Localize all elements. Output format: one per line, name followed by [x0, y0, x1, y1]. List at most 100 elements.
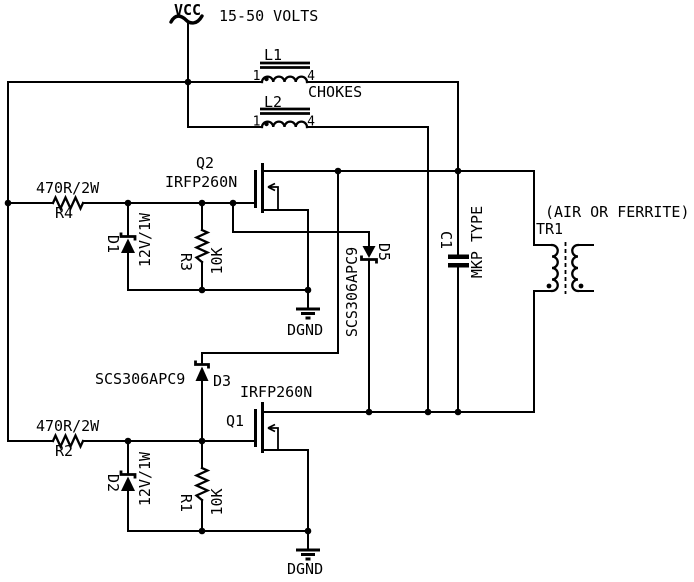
c1-capacitor: C1 MKP TYPE [437, 206, 486, 278]
tr1-primary-polarity-dot [546, 283, 552, 289]
c1-plate-top [448, 254, 469, 259]
junction-dots [4, 78, 462, 535]
vcc-wave-icon [169, 14, 204, 25]
l2-inductor: L2 1 4 [253, 93, 316, 130]
junction-dot [198, 527, 206, 535]
d5-anode-triangle [362, 246, 376, 258]
junction-dot [304, 527, 312, 535]
q2-body-arrow-icon [267, 182, 279, 210]
junction-dot [304, 286, 312, 294]
tr1-secondary-coil [571, 243, 580, 293]
l2-coil [260, 120, 309, 129]
wire [262, 449, 309, 532]
r3-resistor: R3 10K [177, 228, 226, 275]
junction-dot [184, 78, 192, 86]
vcc-label: VCC [174, 1, 201, 19]
d5-diode: SCS306APC9 D5 [343, 243, 393, 337]
r2-value: 470R/2W [36, 417, 100, 435]
d3-cathode-bar [194, 360, 210, 369]
r1-zigzag [193, 466, 211, 502]
wire [306, 81, 459, 255]
d2-zener-diode: D2 12V/1W [104, 451, 154, 506]
d3-anode-triangle [195, 366, 209, 381]
l1-ref: L1 [264, 46, 282, 64]
q1-body-arrow-icon [267, 423, 279, 450]
l2-core-bars-icon [260, 107, 310, 115]
wire [262, 170, 553, 246]
d2-cathode-bar [119, 470, 137, 479]
wires [7, 23, 594, 550]
dgnd-upper-label: DGND [287, 321, 323, 339]
junction-dot [229, 199, 237, 207]
ground-bars-icon [296, 548, 320, 561]
junction-dot [454, 167, 462, 175]
r1-resistor: R1 10K [177, 466, 226, 516]
r1-value: 10K [208, 488, 226, 515]
d2-ref: D2 [104, 474, 122, 492]
tr1-core-note: (AIR OR FERRITE) [545, 203, 690, 221]
wire [262, 209, 309, 291]
r2-resistor: 470R/2W R2 [36, 417, 100, 460]
q1-part: IRFP260N [240, 383, 312, 401]
wire [306, 126, 429, 413]
l1-coil [260, 75, 309, 84]
d2-value: 12V/1W [136, 451, 154, 506]
dgnd-symbol-upper: DGND [287, 307, 323, 339]
r2-zigzag [51, 432, 85, 450]
junction-dot [424, 408, 432, 416]
d5-ref: D5 [375, 243, 393, 261]
supply-voltage-range: 15-50 VOLTS [219, 7, 318, 25]
c1-plate-bottom [448, 263, 469, 268]
l2-ref: L2 [264, 93, 282, 111]
d1-zener-diode: D1 12V/1W [104, 212, 154, 267]
ground-bars-icon [296, 307, 320, 320]
r3-zigzag [193, 228, 211, 264]
junction-dot [198, 286, 206, 294]
vcc-supply-symbol: VCC 15-50 VOLTS [169, 1, 318, 25]
wire [232, 202, 370, 247]
d3-part: SCS306APC9 [95, 370, 185, 388]
d2-anode-triangle [121, 476, 135, 491]
tr1-secondary-polarity-dot [578, 283, 584, 289]
l1-polarity-dot [264, 76, 269, 82]
r4-resistor: 470R/2W R4 [36, 179, 100, 222]
d1-value: 12V/1W [136, 212, 154, 267]
d1-anode-triangle [121, 238, 135, 253]
d1-ref: D1 [104, 235, 122, 253]
tr1-primary-coil [550, 243, 559, 293]
d1-cathode-bar [119, 232, 137, 241]
r4-value: 470R/2W [36, 179, 100, 197]
junction-dot [198, 437, 206, 445]
wire [262, 290, 553, 413]
l2-pin4: 4 [307, 115, 315, 130]
junction-dot [124, 437, 132, 445]
d5-part: SCS306APC9 [343, 247, 361, 337]
q2-ref: Q2 [196, 154, 214, 172]
wire [7, 81, 263, 442]
r2-ref: R2 [55, 442, 73, 460]
l2-polarity-dot [264, 121, 269, 127]
l1-pin4: 4 [307, 69, 315, 84]
junction-dot [4, 199, 12, 207]
junction-dot [365, 408, 373, 416]
junction-dot [454, 408, 462, 416]
c1-value: MKP TYPE [468, 206, 486, 278]
wire [201, 170, 339, 364]
d3-diode: SCS306APC9 D3 [95, 360, 231, 390]
q1-mosfet: Q1 IRFP260N [226, 383, 312, 453]
junction-dot [334, 167, 342, 175]
tr1-ref: TR1 [536, 220, 563, 238]
dgnd-symbol-lower: DGND [287, 548, 323, 578]
r4-ref: R4 [55, 204, 73, 222]
l1-core-bars-icon [260, 61, 310, 69]
q2-mosfet: Q2 IRFP260N [165, 154, 279, 213]
l1-pin1: 1 [253, 69, 261, 84]
r1-ref: R1 [177, 494, 195, 512]
junction-dot [198, 199, 206, 207]
wire [187, 81, 263, 128]
r4-zigzag [51, 194, 85, 212]
chokes-label: CHOKES [308, 83, 362, 101]
l1-inductor: L1 1 4 [253, 46, 316, 84]
